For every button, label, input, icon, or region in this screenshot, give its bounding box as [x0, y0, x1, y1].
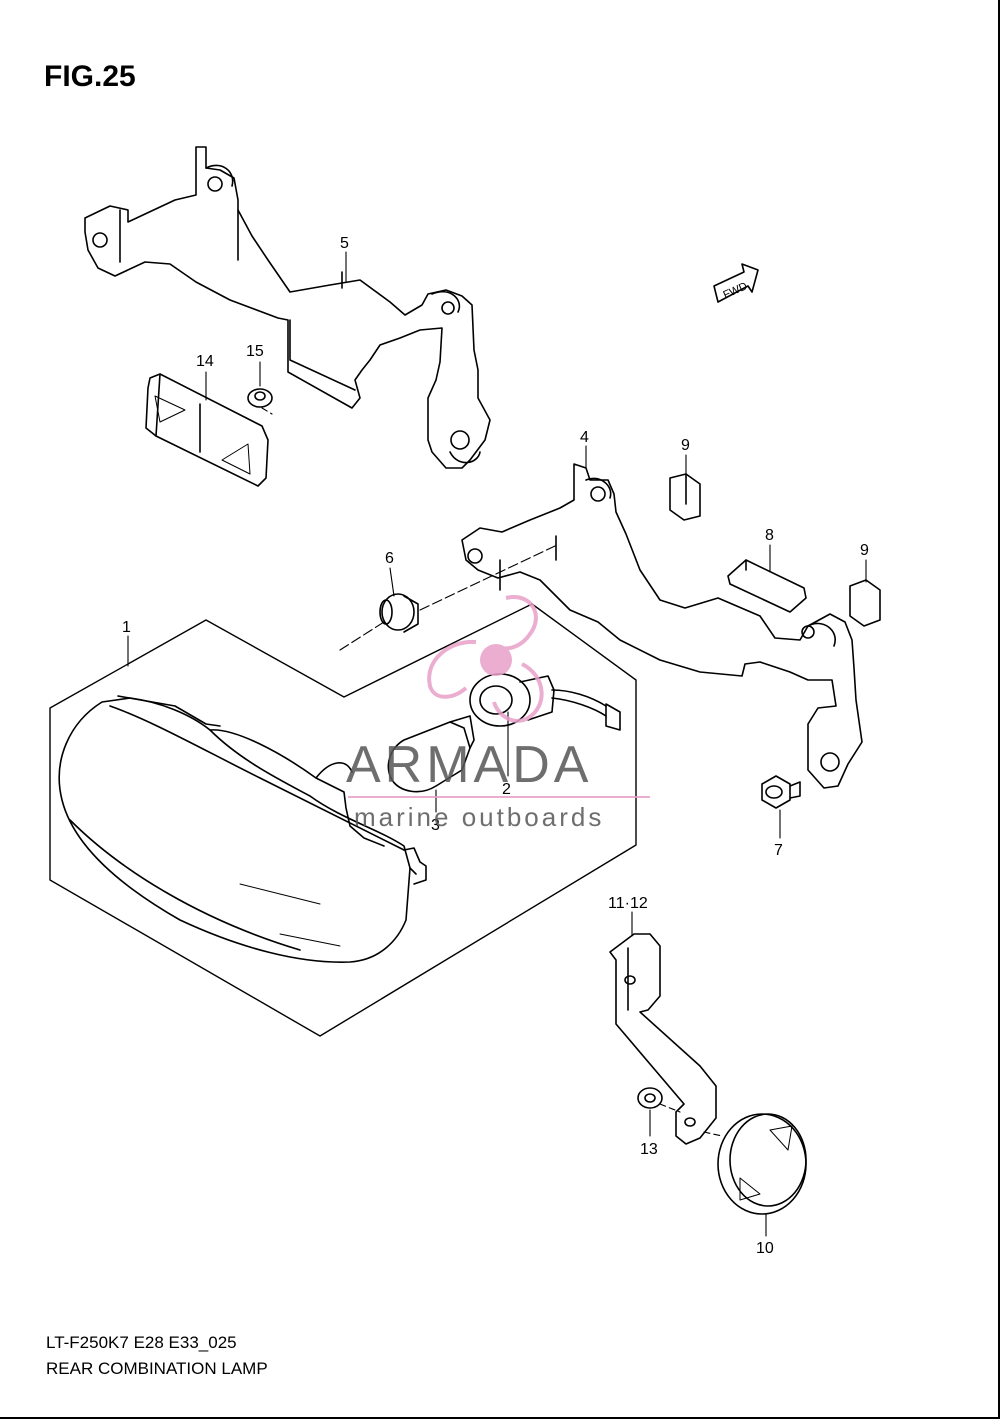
armada-propeller-logo: [427, 595, 544, 723]
pad-part-9-a: [669, 473, 701, 521]
pad-part-8: [727, 559, 807, 613]
callout-2: 2: [502, 781, 511, 798]
callout-4: 4: [580, 429, 589, 446]
callout-13: 13: [640, 1141, 658, 1158]
upper-bracket-part-5: [84, 146, 491, 469]
callout-11-12: 11·12: [608, 895, 648, 912]
callout-1: 1: [122, 619, 131, 636]
pad-part-9-b: [849, 579, 881, 627]
grommet-part-6: [379, 593, 419, 633]
bulb-part-3: [387, 715, 475, 793]
callout-9-top: 9: [681, 437, 690, 454]
callout-5: 5: [340, 235, 349, 252]
diagram-name: REAR COMBINATION LAMP: [46, 1359, 268, 1378]
nut-part-13: [637, 1087, 663, 1109]
callout-6: 6: [385, 550, 394, 567]
armada-watermark: ARMADA marine outboards: [346, 595, 650, 832]
callout-10: 10: [756, 1240, 774, 1257]
watermark-tagline: marine outboards: [354, 802, 604, 832]
figure-title: FIG.25: [44, 60, 136, 93]
lamp-housing-part-1: [58, 695, 427, 963]
diagram-code: LT-F250K7 E28 E33_025: [46, 1333, 237, 1352]
callout-8: 8: [765, 527, 774, 544]
callout-7: 7: [774, 842, 783, 859]
lamp-assembly-outline: [49, 603, 637, 1037]
callout-15: 15: [246, 343, 264, 360]
bolt-part-7: [761, 775, 801, 809]
watermark-brand: ARMADA: [346, 736, 592, 794]
socket-part-2: [469, 673, 621, 731]
reflector-bracket-part-11-12: [609, 933, 717, 1145]
callout-14: 14: [196, 353, 214, 370]
reflector-part-14: [145, 373, 269, 487]
round-reflector-part-10: [717, 1113, 807, 1215]
lower-bracket-part-4: [461, 463, 863, 789]
forward-arrow-icon: [713, 263, 759, 303]
callout-3: 3: [431, 817, 440, 834]
callout-9-right: 9: [860, 542, 869, 559]
nut-part-15: [247, 388, 273, 408]
leader-lines: [127, 251, 867, 1237]
